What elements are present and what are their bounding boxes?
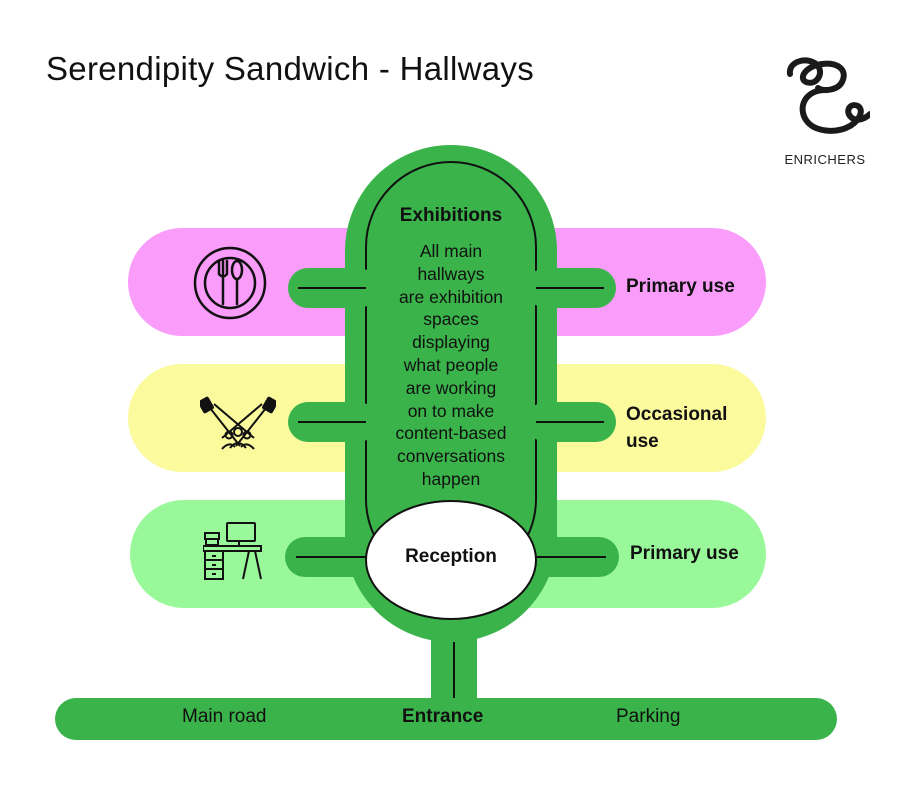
band-1-label: Primary use (626, 276, 735, 297)
reception-area (365, 500, 537, 620)
parking-label: Parking (616, 706, 681, 727)
road (55, 698, 837, 740)
main-road-label: Main road (182, 706, 267, 727)
page-title: Serendipity Sandwich - Hallways (46, 50, 535, 87)
exhibitions-heading: Exhibitions (399, 205, 503, 226)
band-2-label: Occasional use (626, 404, 728, 452)
logo-wordmark: ENRICHERS (784, 152, 866, 167)
desk-icon (203, 522, 262, 580)
brand-logo: ENRICHERS (775, 52, 875, 172)
band-3-label: Primary use (630, 543, 739, 564)
exhibitions-description: All main hallways are exhibition spaces … (395, 241, 507, 489)
enrichers-logo-icon (787, 57, 870, 134)
dining-icon (193, 246, 267, 320)
spotlight-icon (200, 396, 276, 450)
entrance-label: Entrance (402, 706, 484, 727)
reception-label: Reception (405, 546, 497, 567)
